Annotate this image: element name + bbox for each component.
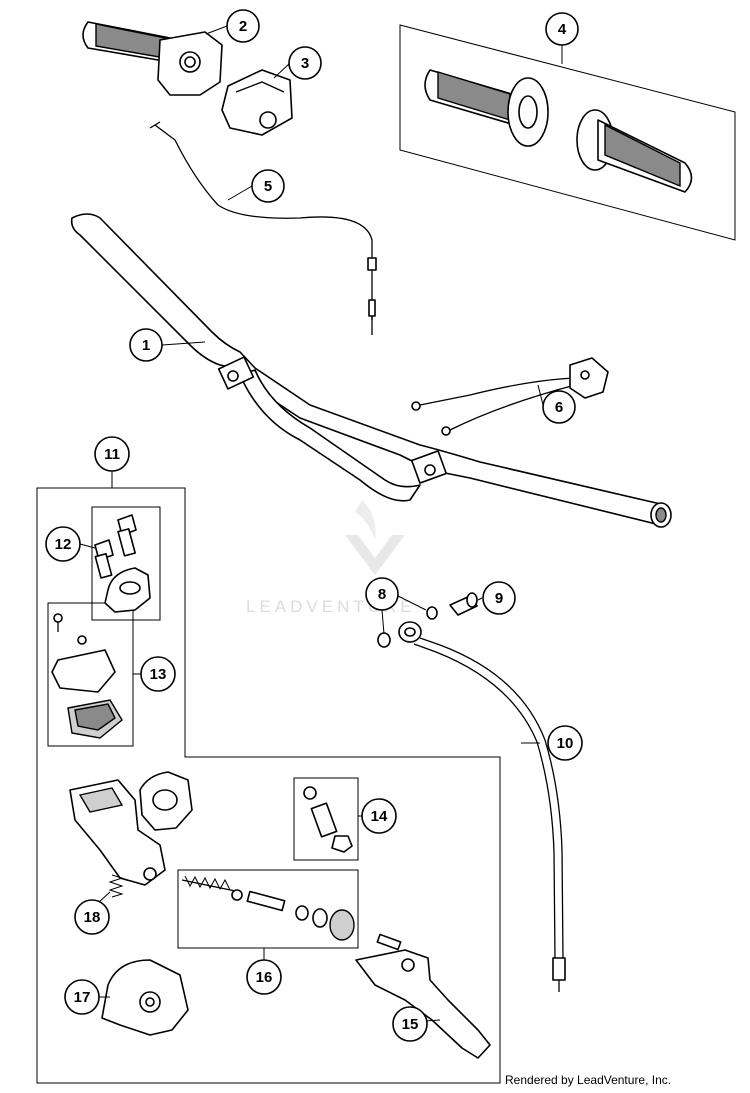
return-spring (108, 874, 124, 898)
callout-8: 8 (365, 577, 399, 611)
callout-12: 12 (45, 526, 81, 562)
callout-13: 13 (140, 656, 176, 692)
reservoir-cover (51, 613, 123, 739)
svg-text:3: 3 (301, 55, 309, 72)
master-cylinder (69, 771, 193, 886)
brake-lever (355, 933, 491, 1059)
svg-text:18: 18 (84, 909, 101, 926)
svg-text:16: 16 (256, 969, 273, 986)
callout-15: 15 (392, 1006, 428, 1042)
adjuster-set-box (293, 777, 359, 861)
piston-kit (181, 875, 355, 941)
throttle-cable (149, 121, 377, 335)
piston-set-box (177, 869, 359, 949)
svg-text:17: 17 (74, 989, 91, 1006)
footer-credit: Rendered by LeadVenture, Inc. (505, 1073, 671, 1087)
callout-11: 11 (94, 436, 130, 472)
callout-1: 1 (129, 328, 163, 362)
callout-18: 18 (74, 899, 110, 935)
svg-text:12: 12 (55, 536, 72, 553)
svg-text:8: 8 (378, 586, 386, 603)
leader-lines (79, 25, 563, 1023)
svg-text:6: 6 (555, 399, 563, 416)
callout-17: 17 (64, 979, 100, 1015)
svg-text:10: 10 (557, 735, 574, 752)
callout-3: 3 (288, 46, 322, 80)
callout-14: 14 (361, 798, 397, 834)
svg-text:1: 1 (142, 337, 150, 354)
lever-guard (101, 959, 189, 1036)
callout-16: 16 (246, 959, 282, 995)
svg-text:15: 15 (402, 1016, 419, 1033)
callout-4: 4 (545, 12, 579, 46)
kill-switch (411, 357, 609, 436)
handlebar (70, 213, 672, 528)
callout-10: 10 (547, 725, 583, 761)
svg-text:4: 4 (558, 21, 567, 38)
callout-9: 9 (482, 581, 516, 615)
throttle-cover (221, 69, 293, 136)
grip-kit-box (399, 24, 736, 241)
grip-set (424, 69, 693, 193)
callout-5: 5 (251, 169, 285, 203)
svg-text:2: 2 (239, 18, 247, 35)
brake-line-parts (377, 592, 566, 992)
callout-2: 2 (226, 9, 260, 43)
svg-text:9: 9 (495, 590, 503, 607)
brake-assembly-box (36, 487, 501, 1084)
clamp-screws (94, 514, 151, 613)
lever-adjuster (303, 786, 353, 853)
throttle-grip (82, 21, 223, 96)
svg-text:14: 14 (371, 808, 388, 825)
svg-text:11: 11 (104, 446, 120, 463)
svg-text:13: 13 (150, 666, 167, 683)
svg-text:5: 5 (264, 178, 272, 195)
callout-6: 6 (542, 390, 576, 424)
screw-set-box (91, 506, 161, 621)
